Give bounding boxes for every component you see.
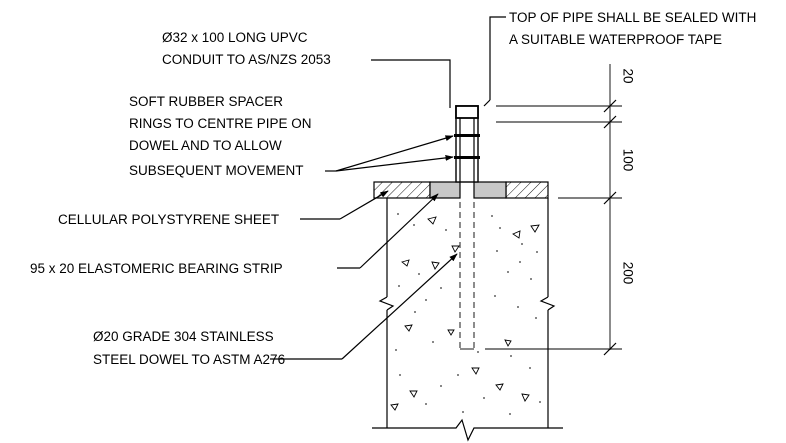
spacer-label-line4: SUBSEQUENT MOVEMENT [129,163,304,178]
conduit-label-line1: Ø32 x 100 LONG UPVC [162,30,308,45]
spacer-label-line3: DOWEL AND TO ALLOW [129,138,282,153]
dowel-label-line2: STEEL DOWEL TO ASTM A276 [93,352,285,367]
polystyrene-label: CELLULAR POLYSTYRENE SHEET [58,212,279,227]
spacer-label-line1: SOFT RUBBER SPACER [129,94,283,109]
conduit-label-line2: CONDUIT TO AS/NZS 2053 [162,52,331,67]
stainless-dowel [459,182,475,350]
top-seal-label-line2: A SUITABLE WATERPROOF TAPE [509,32,722,47]
dowel-label-line1: Ø20 GRADE 304 STAINLESS [93,329,274,344]
polystyrene-sheet [373,181,549,199]
leader-lines [270,16,506,360]
dimension-middle: 100 [620,149,635,172]
annotations: TOP OF PIPE SHALL BE SEALED WITH A SUITA… [30,10,756,367]
bearing-strip [429,181,507,199]
concrete-footing [372,198,563,442]
dimension-lines: 20 100 200 [485,64,635,356]
bearing-label: 95 x 20 ELASTOMERIC BEARING STRIP [30,261,283,276]
spacer-label-line2: RINGS TO CENTRE PIPE ON [129,116,312,131]
dimension-top: 20 [620,68,635,83]
concrete-aggregate [390,213,541,415]
dimension-bottom: 200 [620,262,635,285]
upvc-conduit [454,105,480,183]
top-seal-label-line1: TOP OF PIPE SHALL BE SEALED WITH [509,10,756,25]
